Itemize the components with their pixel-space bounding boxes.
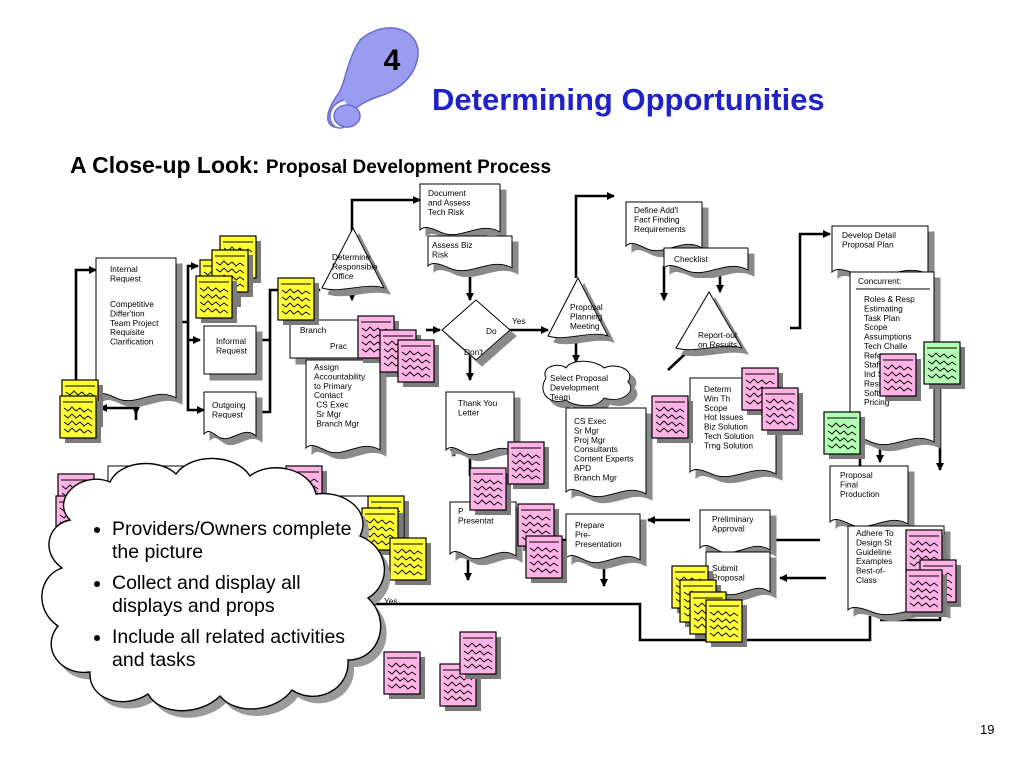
prac-label: Prac xyxy=(330,341,347,351)
assign-document xyxy=(305,359,381,454)
flow-arrow xyxy=(180,262,199,324)
sticky-note-pink xyxy=(905,569,947,617)
do-label: Do xyxy=(486,326,497,336)
sticky-note-pink xyxy=(383,651,425,699)
sticky-note-pink xyxy=(525,535,567,583)
flow-arrow xyxy=(254,340,272,414)
sticky-note-pink xyxy=(459,631,501,679)
determine-office-triangle xyxy=(321,226,386,291)
define-facts-doc xyxy=(625,201,703,252)
branch-box xyxy=(289,319,367,359)
proposal-meeting-triangle xyxy=(547,276,610,339)
cloud-bullets: Providers/Owners complete the picture Co… xyxy=(84,518,354,680)
sticky-note-yellow xyxy=(195,275,237,323)
proposal-final-doc xyxy=(829,465,909,528)
footprint-icon xyxy=(327,27,419,129)
flow-arrow xyxy=(790,230,831,330)
do-dont-diamond xyxy=(441,299,511,361)
subtitle-sub: Proposal Development Process xyxy=(265,157,552,178)
branch-label: Branch xyxy=(300,325,327,335)
yes-bottom-label: Yes xyxy=(384,596,398,606)
prepare-doc xyxy=(565,513,641,564)
page-number: 19 xyxy=(980,722,995,737)
outgoing-request-doc xyxy=(203,391,257,440)
step-number: 4 xyxy=(384,44,401,77)
sticky-note-pink xyxy=(879,353,921,401)
bullet-item: Include all related activities and tasks xyxy=(112,626,354,671)
sticky-note-yellow xyxy=(705,599,747,647)
assess-biz-doc xyxy=(427,235,513,272)
informal-request-box xyxy=(203,325,257,375)
sticky-note-pink xyxy=(397,339,439,387)
bullet-item: Providers/Owners complete the picture xyxy=(112,518,354,563)
sticky-note-yellow xyxy=(389,537,431,585)
team-list-doc xyxy=(565,407,647,498)
flow-arrow xyxy=(186,322,205,414)
sticky-note-yellow xyxy=(277,277,319,325)
sticky-note-pink xyxy=(761,387,803,435)
select-team-cloud xyxy=(542,360,632,407)
report-out-triangle xyxy=(675,291,744,351)
page-subtitle: A Close-up Look: Proposal Development Pr… xyxy=(70,152,551,179)
presentation-doc xyxy=(449,501,517,560)
subtitle-main: A Close-up Look: xyxy=(70,152,266,178)
concurrent-label: Concurrent: xyxy=(858,276,901,286)
document-assess-doc xyxy=(419,183,501,236)
sticky-note-pink xyxy=(651,395,693,443)
preliminary-doc xyxy=(699,509,771,554)
callout-cloud xyxy=(41,457,391,718)
flow-arrow xyxy=(340,602,872,642)
sticky-note-pink xyxy=(507,441,549,489)
checklist-label: Checklist xyxy=(674,254,708,264)
sticky-note-yellow xyxy=(59,395,101,443)
yes-label: Yes xyxy=(512,316,526,326)
sticky-note-green xyxy=(923,341,965,389)
flow-arrow xyxy=(574,192,615,278)
sticky-note-green xyxy=(823,411,865,459)
dont-label: Don't xyxy=(464,347,484,357)
sticky-note-pink xyxy=(469,467,511,515)
bullet-item: Collect and display all displays and pro… xyxy=(112,572,354,617)
checklist-doc xyxy=(663,247,749,274)
page-title: Determining Opportunities xyxy=(432,82,825,117)
